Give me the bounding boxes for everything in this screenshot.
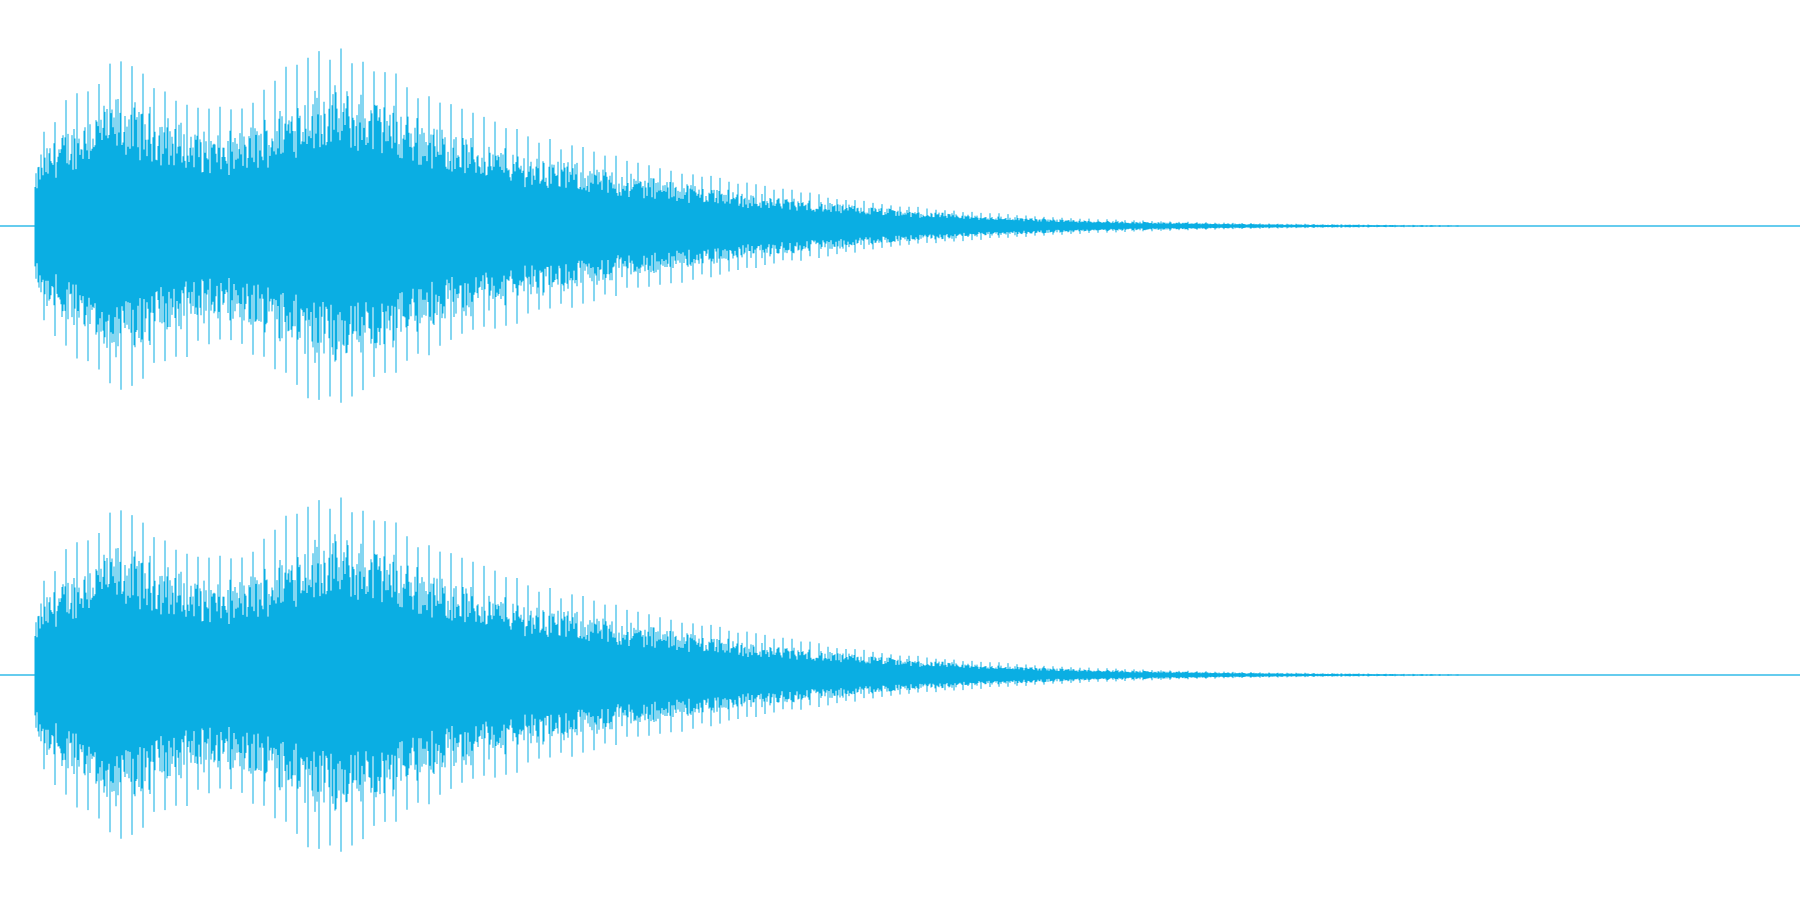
waveform-channel-left <box>0 48 1800 403</box>
waveform-channel-right <box>0 450 1800 900</box>
waveform-channel-left-svg <box>0 48 1800 403</box>
waveform-channel-right-svg <box>0 497 1800 852</box>
channel-right-waveform <box>34 497 1475 852</box>
channel-left-waveform <box>34 48 1475 403</box>
